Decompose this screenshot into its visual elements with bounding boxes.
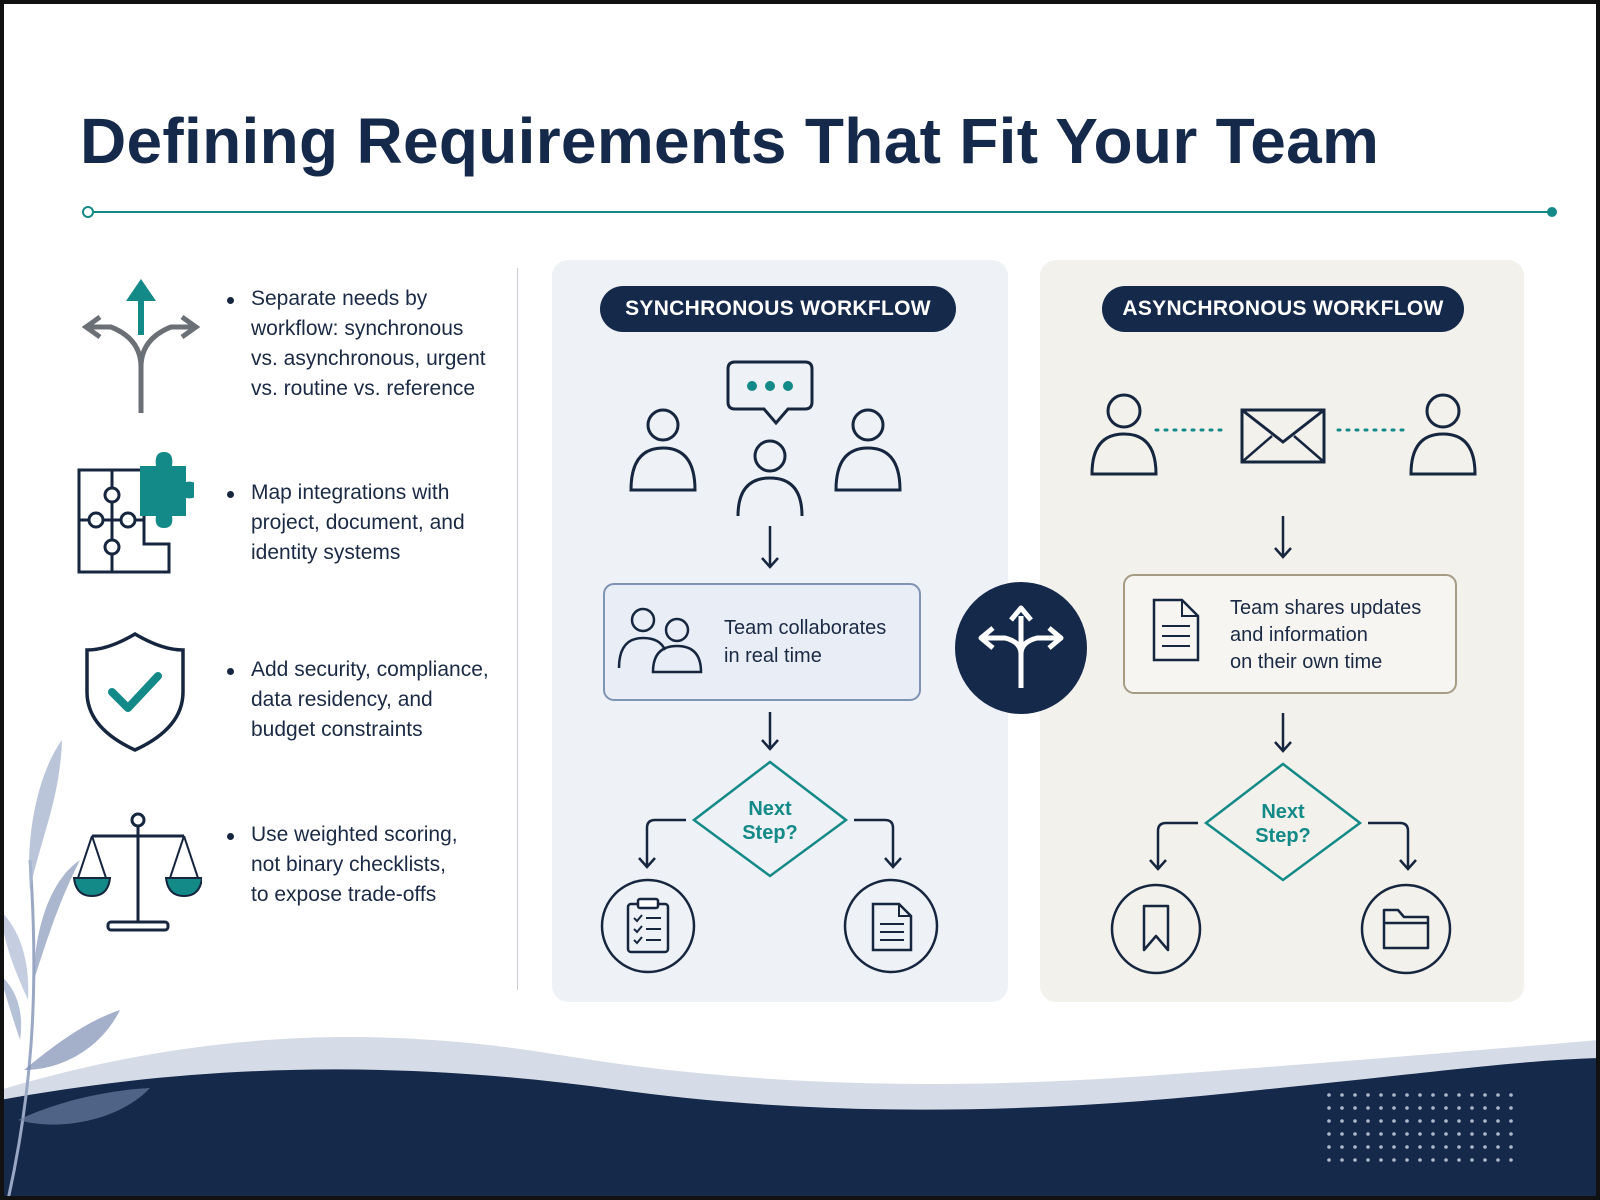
branch-arrow-left: [1156, 821, 1198, 868]
flow-arrow: [761, 712, 779, 751]
user-icon: [1090, 393, 1158, 476]
async-header-label: ASYNCHRONOUS WORKFLOW: [1122, 297, 1444, 320]
sync-decision-diamond: [691, 760, 849, 878]
requirement-text: Add security, compliance,data residency,…: [251, 658, 489, 741]
sync-header-pill: SYNCHRONOUS WORKFLOW: [600, 286, 956, 332]
shield-check-icon: [85, 631, 185, 752]
outcome-circle: [600, 878, 696, 974]
sync-diagram: [600, 360, 939, 974]
async-process-box: [1123, 574, 1457, 694]
split-arrows-icon: [81, 279, 201, 413]
column-divider: [517, 268, 518, 990]
split-arrows-icon: [978, 605, 1064, 688]
bookmark-icon: [1142, 904, 1170, 952]
branch-arrow-left: [645, 818, 686, 866]
flow-arrow: [1274, 516, 1292, 559]
outcome-circle: [843, 878, 939, 974]
puzzle-icon: [77, 452, 194, 574]
bullet-dot: [227, 491, 234, 498]
outcome-circle: [1110, 883, 1202, 975]
bullet-dot: [227, 297, 234, 304]
center-split-badge: [955, 582, 1087, 714]
document-icon: [871, 902, 913, 952]
balance-scale-icon: [72, 812, 202, 932]
bullet-dot: [227, 668, 234, 675]
envelope-icon: [1240, 408, 1326, 464]
decorative-wave: [0, 1037, 1600, 1200]
bullet-dot: [227, 833, 234, 840]
branch-arrow-right: [1368, 821, 1410, 868]
page-title: Defining Requirements That Fit Your Team: [80, 105, 1380, 177]
user-icon: [834, 408, 902, 492]
chat-bubble-icon: [726, 360, 814, 426]
async-decision-diamond: [1203, 762, 1363, 882]
sync-header-label: SYNCHRONOUS WORKFLOW: [625, 297, 931, 320]
document-icon: [1152, 598, 1200, 662]
requirement-text: Use weighted scoring,not binary checklis…: [251, 823, 458, 906]
async-diagram: [1090, 393, 1477, 975]
async-header-pill: ASYNCHRONOUS WORKFLOW: [1102, 286, 1464, 332]
flow-arrow: [1274, 713, 1292, 753]
title-divider: [82, 206, 1557, 218]
flow-arrow: [761, 526, 779, 569]
users-icon: [617, 607, 703, 674]
folder-icon: [1382, 908, 1430, 950]
branch-arrow-right: [854, 818, 895, 866]
user-icon: [1409, 393, 1477, 476]
user-icon: [736, 439, 804, 517]
user-icon: [629, 408, 697, 492]
decorative-leaves: [0, 740, 150, 1200]
outcome-circle: [1360, 883, 1452, 975]
clipboard-checklist-icon: [626, 897, 670, 954]
